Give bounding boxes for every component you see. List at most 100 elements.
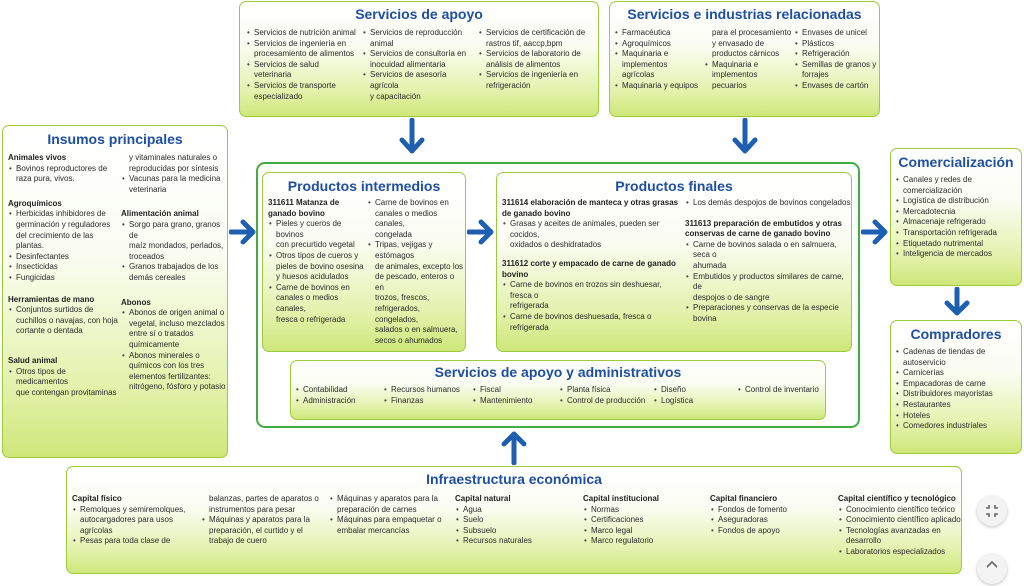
list-item: Maquinaria e: [704, 60, 796, 71]
list-item: y vitaminales naturales o: [129, 153, 218, 162]
list-item: trozos, frescos,: [375, 293, 430, 303]
relacionadas-col-1: FarmacéuticaAgroquímicosMaquinaria eimpl…: [614, 28, 706, 92]
more-button[interactable]: [977, 554, 1007, 584]
list-item: implementos: [622, 59, 668, 69]
list-item: Etiquetado nutrimental: [895, 239, 1021, 250]
list-item: Control de inventario: [737, 385, 825, 396]
list-item: Comedores industriales: [895, 421, 1021, 432]
list-item: Fungicidas: [8, 273, 120, 284]
servicios-relacionados-box: Servicios e industrias relacionadas Farm…: [609, 1, 880, 117]
apoyo-col-2: Servicios de reproducciónanimalServicios…: [362, 28, 474, 102]
list-item: análisis de alimentos: [486, 59, 561, 69]
list-item: canales o medios canales,: [375, 208, 438, 229]
list-item: Certificaciones: [583, 515, 709, 526]
list-item: Servicios de ingeniería en: [478, 70, 596, 81]
list-item: oxidados o deshidratados: [510, 240, 602, 250]
relacionadas-col-3: Envases de unicelPlásticosRefrigeraciónS…: [794, 28, 879, 92]
list-item: Servicios de nutrición animal: [246, 28, 358, 39]
list-item: Carne de bovinos deshuesada, fresca o re…: [502, 312, 682, 333]
list-item: Fondos de apoyo: [710, 526, 836, 537]
capital-institucional-heading: Capital institucional: [583, 494, 660, 503]
admin-col-5: DiseñoLogística: [653, 385, 733, 406]
servicios-relacionados-title: Servicios e industrias relacionadas: [627, 6, 862, 22]
despojos-list: Los demás despojos de bovinos congelados: [685, 198, 851, 209]
arrow-icon-apoyo-down: [399, 118, 425, 154]
list-item: Herbicidas inhibidores de: [8, 209, 120, 220]
list-item: Servicios de laboratorio de: [478, 49, 596, 60]
finales-title: Productos finales: [615, 178, 733, 194]
list-item: de animales, excepto los: [375, 261, 464, 271]
list-item: Finanzas: [383, 396, 467, 407]
list-item: Conocimiento científico aplicado: [838, 515, 961, 526]
list-item: Contabilidad: [295, 385, 379, 396]
more-icon: [986, 560, 998, 568]
compradores-box: Compradores Cadenas de tiendas de autose…: [890, 320, 1022, 454]
list-item: Insecticidas: [8, 262, 120, 273]
list-item: ahumada: [693, 260, 727, 270]
list-item: inocuidad alimentaria: [370, 59, 446, 69]
list-item: Máquinas para empaquetar o: [329, 515, 455, 526]
list-item: implementos: [712, 70, 758, 80]
insumos-title: Insumos principales: [47, 131, 183, 147]
list-item: Mercadotecnia: [895, 207, 1021, 218]
list-item: Normas: [583, 505, 709, 516]
intermedios-col-1: 311611 Matanza de ganado bovino Pieles y…: [268, 198, 366, 325]
capital-natural-heading: Capital natural: [455, 494, 511, 503]
list-item: Refrigeración: [794, 49, 879, 60]
list-item: y huesos acidulados: [276, 272, 349, 282]
list-item: Carne de bovinos salada o en salmuera, s…: [685, 240, 851, 261]
corte-heading-1: 311612 corte y empacado de carne de gana…: [502, 258, 676, 268]
matanza-heading-1: 311611 Matanza de: [268, 198, 340, 207]
list-item: maíz mondados, perlados,: [129, 241, 224, 251]
list-item: secos o ahumados: [375, 335, 443, 345]
list-item: de pescado, enteros o en: [375, 272, 455, 292]
arrow-icon-relacionadas-down: [732, 118, 758, 154]
manteca-list: Grasas y aceites de animales, pueden ser…: [502, 219, 682, 251]
agroquimicos-heading: Agroquímicos: [8, 198, 62, 208]
list-item: preparación, el curtido y el: [209, 525, 303, 535]
collapse-button[interactable]: [977, 496, 1007, 526]
list-item: nitrógeno, fósforo y potasio: [129, 382, 226, 392]
list-item: Agroquímicos: [614, 39, 706, 50]
list-item: del crecimiento de las: [16, 230, 94, 240]
list-item: cuchillos o navajas, con hoja: [16, 315, 118, 325]
capital-natural-list: AguaSueloSubsueloRecursos naturales: [455, 505, 581, 547]
list-item: Control de producción: [559, 396, 649, 407]
list-item: pieles de bovino osesina: [276, 261, 364, 271]
list-item: Laboratorios especializados: [838, 547, 961, 558]
capital-fisico-col-1: Capital físico Remolques y semiremolques…: [72, 494, 200, 547]
capital-institucional-list: NormasCertificacionesMarco legalMarco re…: [583, 505, 709, 547]
servicios-apoyo-box: Servicios de apoyo Servicios de nutrició…: [239, 1, 599, 117]
admin-col-1: ContabilidadAdministración: [295, 385, 379, 406]
list-item: Aseguradoras: [710, 515, 836, 526]
list-item: Servicios de salud veterinaria: [246, 60, 358, 81]
list-item: germinación y reguladores: [16, 219, 111, 229]
list-item: entre sí o tratados: [129, 329, 194, 339]
list-item: Semillas de granos y: [794, 60, 879, 71]
list-item: Recursos humanos: [383, 385, 467, 396]
insumos-principales-box: Insumos principales Animales vivos Bovin…: [2, 125, 228, 458]
comercializacion-title: Comercialización: [898, 154, 1014, 170]
finales-col-1: 311614 elaboración de manteca y otras gr…: [502, 198, 682, 333]
list-item: químicos con los tres: [129, 361, 205, 371]
list-item: Farmacéutica: [614, 28, 706, 39]
salud-animal-heading: Salud animal: [8, 355, 58, 365]
list-item: refrigerados, congelados,: [375, 303, 420, 324]
arrow-icon-finales-right: [861, 219, 888, 245]
list-item: instrumentos para pesar: [209, 504, 296, 514]
matanza-heading-2: ganado bovino: [268, 208, 325, 218]
intermedios-title: Productos intermedios: [287, 178, 441, 194]
list-item: Conocimiento científico teórico: [838, 505, 961, 516]
list-item: Empacadoras de carne: [895, 379, 1021, 390]
list-item: Pieles y cueros de bovinos: [268, 219, 366, 240]
list-item: Tripas, vejigas y estómagos: [367, 240, 465, 261]
list-item: Servicios de transporte: [246, 81, 358, 92]
list-item: Máquinas y aparatos para la: [201, 515, 329, 526]
list-item: Servicios de certificación de: [478, 28, 596, 39]
arrow-icon-insumos-right: [229, 219, 256, 245]
